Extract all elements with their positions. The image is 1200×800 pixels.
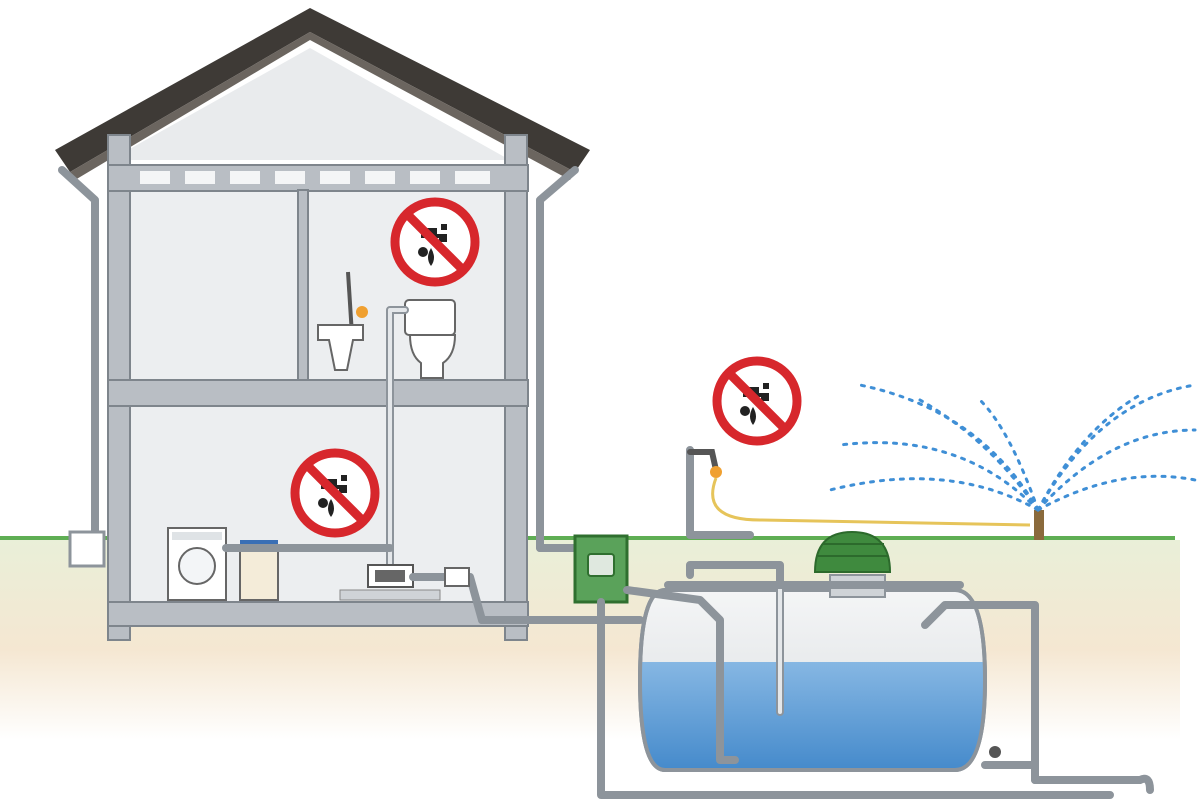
- rainwater-tank-system: [478, 446, 1154, 799]
- left-downpipe: [58, 166, 99, 564]
- no-drinking-water-icon: [395, 202, 475, 282]
- middle-floor: [107, 379, 529, 407]
- toilet-icon: [404, 299, 457, 379]
- garden-hose: [711, 477, 1031, 527]
- wash-basin: [317, 271, 368, 371]
- house: [55, 8, 604, 641]
- tank-water: [640, 662, 985, 770]
- garden-tap-icon: [686, 446, 1031, 589]
- outflow-pipe: [981, 761, 1154, 794]
- right-downpipe: [536, 166, 589, 552]
- attic-vents: [140, 171, 490, 184]
- inlet-filter: [536, 534, 1114, 799]
- washing-machine-icon: [167, 527, 227, 601]
- no-drinking-water-icon: [295, 453, 375, 533]
- underground-rainwater-tank: [637, 588, 988, 772]
- no-drinking-water-icon: [717, 361, 797, 441]
- outlet-box: [68, 530, 106, 568]
- lawn-sprinkler-icon: [828, 383, 1197, 540]
- ground-floor: [107, 601, 529, 627]
- overflow-pipe: [921, 601, 1039, 784]
- upstairs-partition: [297, 189, 309, 381]
- tiled-roof: [55, 8, 590, 180]
- drain-valve: [989, 746, 1001, 758]
